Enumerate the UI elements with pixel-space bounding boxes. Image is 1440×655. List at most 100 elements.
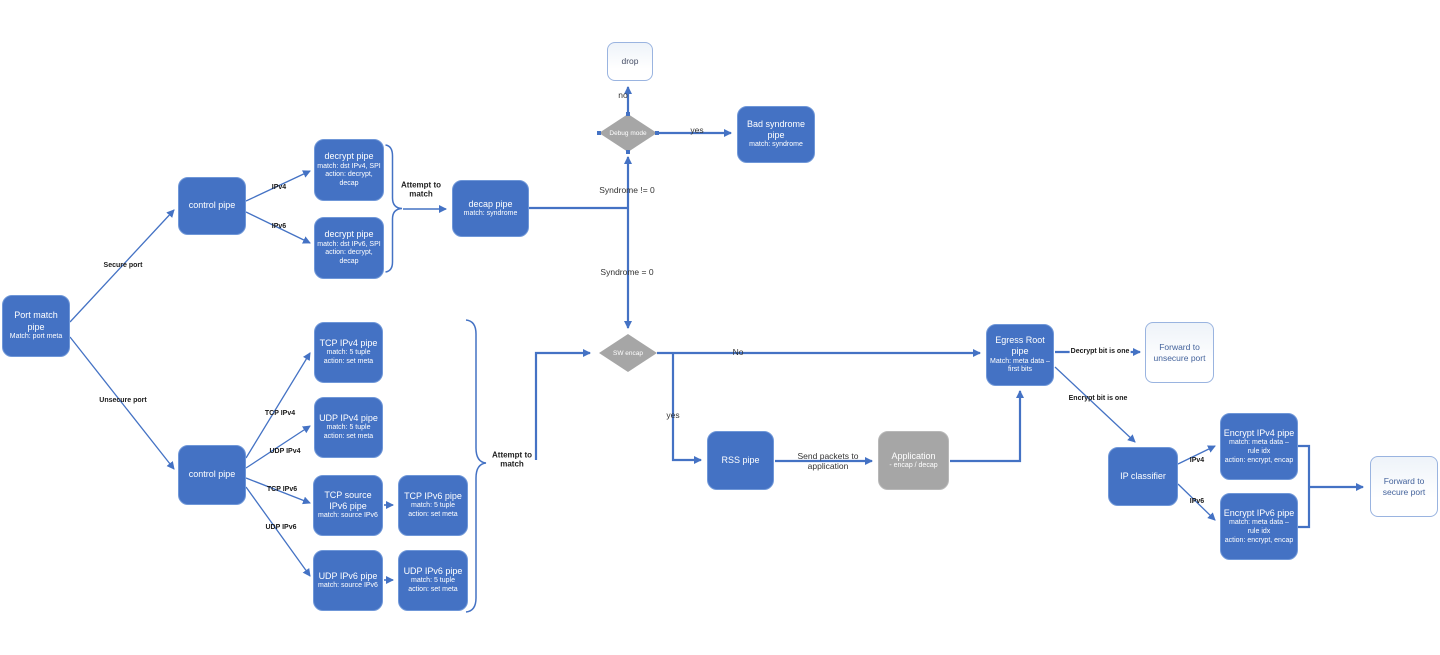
node-title: IP classifier (1120, 470, 1166, 481)
edge-label-syndrome-not-zero: Syndrome != 0 (599, 184, 655, 195)
node-detail: action: set meta (323, 358, 374, 366)
node-udp-ipv6-source-pipe: UDP IPv6 pipe match: source IPv6 (313, 550, 383, 611)
brace-tuple-group (465, 319, 487, 613)
edge-attempt-to-swencap (534, 349, 591, 460)
node-title: UDP IPv6 pipe (318, 570, 378, 581)
edge-label-ipv4-top: IPv4 (271, 183, 287, 191)
edge-label-tcp-ipv4: TCP IPv4 (264, 409, 296, 417)
node-detail: Match: port meta (9, 332, 63, 340)
node-title: decap pipe (468, 198, 513, 209)
edge-label-decrypt-bit: Decrypt bit is one (1069, 347, 1131, 357)
node-detail: match: 5 tuple (411, 577, 455, 585)
node-title: TCP source IPv6 pipe (324, 489, 372, 512)
node-udp-ipv4-pipe: UDP IPv4 pipe match: 5 tuple action: set… (314, 397, 383, 458)
edge-label-tcp-ipv6: TCP IPv6 (266, 485, 298, 493)
edge-label-attempt-bottom: Attempt to match (492, 450, 532, 469)
node-title: Encrypt IPv6 pipe (1223, 507, 1295, 518)
node-detail: action: set meta (323, 433, 374, 441)
node-title: Encrypt IPv4 pipe (1223, 427, 1295, 438)
node-title: control pipe (188, 469, 236, 480)
edge-label-send-packets: Send packets to application (797, 450, 859, 471)
node-rss-pipe: RSS pipe (707, 431, 774, 490)
node-detail: match: source IPv6 (318, 581, 378, 589)
edge-tcp-ipv4 (245, 352, 311, 459)
node-tcp-source-ipv6-pipe: TCP source IPv6 pipe match: source IPv6 (313, 475, 383, 536)
node-udp-ipv6-pipe: UDP IPv6 pipe match: 5 tuple action: set… (398, 550, 468, 611)
node-title: drop (621, 56, 639, 67)
node-encrypt-ipv6-pipe: Encrypt IPv6 pipe match: meta data – rul… (1220, 493, 1298, 560)
node-drop: drop (607, 42, 653, 81)
node-detail: Match: meta data – first bits (990, 357, 1050, 374)
node-title: decrypt pipe (324, 229, 374, 240)
node-title: Application (891, 450, 936, 461)
node-detail: match: 5 tuple (411, 502, 455, 510)
node-detail: match: source IPv6 (318, 512, 378, 520)
edge-label-no-mid: No (732, 346, 744, 357)
edge-udp-ipv4 (245, 425, 311, 469)
edge-ipv4-decrypt (245, 170, 311, 202)
edge-label-unsecure-port: Unsecure port (99, 396, 147, 404)
node-detail: match: meta data – rule idx (1229, 519, 1289, 535)
node-egress-root-pipe: Egress Root pipe Match: meta data – firs… (986, 324, 1054, 386)
node-title: UDP IPv6 pipe (403, 566, 463, 577)
edge-ipv6-decrypt (245, 211, 311, 244)
node-detail: match: dst IPv6, SPI (317, 240, 381, 248)
node-detail: action: decrypt, decap (325, 249, 373, 265)
node-decrypt-pipe-ipv4: decrypt pipe match: dst IPv4, SPI action… (314, 139, 384, 201)
node-title: control pipe (188, 200, 236, 211)
node-detail: action: set meta (408, 586, 458, 594)
edge-label-ipv6-right: IPv6 (1189, 497, 1205, 505)
edge-label-syndrome-zero: Syndrome = 0 (600, 266, 654, 277)
node-detail: match: 5 tuple (326, 349, 371, 357)
node-detail: match: dst IPv4, SPI (317, 162, 381, 170)
node-forward-secure-port: Forward to secure port (1370, 456, 1438, 517)
node-title: SW encap (613, 349, 643, 357)
node-title: Forward to unsecure port (1153, 341, 1206, 363)
node-title: decrypt pipe (324, 151, 374, 162)
edge-label-attempt-top: Attempt to match (401, 180, 441, 199)
node-detail: match: 5 tuple (326, 424, 371, 432)
connection-handle (626, 150, 630, 154)
node-detail: - encap / decap (889, 461, 938, 469)
node-decrypt-pipe-ipv6: decrypt pipe match: dst IPv6, SPI action… (314, 217, 384, 279)
edge-unsecure-port (69, 336, 175, 470)
edge-encrypt-merge (1298, 444, 1311, 529)
node-control-pipe-unsecure: control pipe (178, 445, 246, 505)
node-port-match-pipe: Port match pipe Match: port meta (2, 295, 70, 357)
node-title: Egress Root pipe (995, 335, 1045, 357)
edge-ipv4-encrypt (1177, 445, 1216, 465)
edge-swencap-yes-rss (671, 353, 702, 464)
node-title: TCP IPv4 pipe (319, 338, 378, 349)
node-detail: action: encrypt, encap (1224, 456, 1294, 464)
edge-label-secure-port: Secure port (103, 261, 143, 269)
edge-ipv6-encrypt (1177, 483, 1216, 521)
node-application: Application - encap / decap (878, 431, 949, 490)
node-title: Forward to secure port (1382, 475, 1426, 497)
node-decap-pipe: decap pipe match: syndrome (452, 180, 529, 237)
node-detail: match: syndrome (463, 209, 518, 217)
edge-egress-ip-classifier (1054, 366, 1136, 443)
node-detail: action: decrypt, decap (325, 171, 373, 187)
connection-handle (655, 131, 659, 135)
edge-label-yes-mid: yes (666, 409, 680, 420)
connection-handle (597, 131, 601, 135)
node-tcp-ipv4-pipe: TCP IPv4 pipe match: 5 tuple action: set… (314, 322, 383, 383)
node-title: RSS pipe (721, 454, 760, 465)
edge-label-encrypt-bit: Encrypt bit is one (1068, 394, 1128, 402)
edge-label-ipv4-right: IPv4 (1189, 456, 1205, 464)
node-title: Debug mode (609, 129, 647, 137)
brace-decrypt-group (385, 144, 403, 273)
node-title: TCP IPv6 pipe (404, 491, 462, 502)
edge-application-egress (950, 390, 1024, 463)
node-bad-syndrome-pipe: Bad syndrome pipe match: syndrome (737, 106, 815, 163)
node-ip-classifier: IP classifier (1108, 447, 1178, 506)
node-detail: match: meta data – rule idx (1229, 439, 1289, 455)
node-detail: action: encrypt, encap (1224, 536, 1294, 544)
node-control-pipe-secure: control pipe (178, 177, 246, 235)
node-forward-unsecure-port: Forward to unsecure port (1145, 322, 1214, 383)
node-encrypt-ipv4-pipe: Encrypt IPv4 pipe match: meta data – rul… (1220, 413, 1298, 480)
edge-label-ipv6-top: IPv6 (271, 222, 287, 230)
edge-tcp-ipv6 (245, 477, 311, 505)
